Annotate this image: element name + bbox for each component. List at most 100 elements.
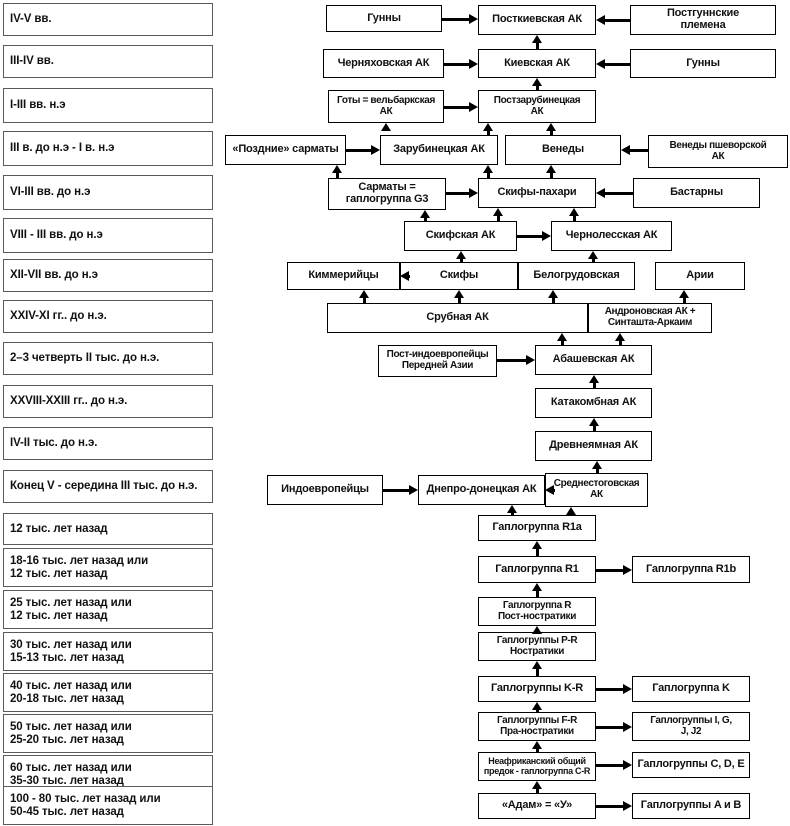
edge-neafr-to-hgCDE-line	[596, 764, 624, 767]
timeline-label-11: Конец V - середина III тыс. до н.э.	[3, 470, 213, 503]
edge-belogrud-to-chernoless-head	[588, 251, 598, 259]
node-sarmaty[interactable]: Сарматы =гаплогруппа G3	[328, 178, 446, 210]
edge-skifpah-to-venedy-head	[546, 165, 556, 173]
node-skifpah[interactable]: Скифы-пахари	[478, 178, 596, 208]
edge-skifak-to-skifpah-head	[493, 208, 503, 216]
node-hgKR[interactable]: Гаплогруппы K-R	[478, 676, 596, 702]
node-hgCDE[interactable]: Гаплогруппы C, D, E	[632, 752, 750, 778]
node-abashev[interactable]: Абашевская АК	[535, 345, 652, 375]
edge-kiev-to-postkiev-line	[536, 41, 539, 49]
node-kiev[interactable]: Киевская АК	[478, 49, 596, 78]
edge-hgKR-to-hgPR-head	[532, 661, 542, 669]
edge-skifak-to-chernoless-line	[517, 235, 543, 238]
node-gunny1[interactable]: Гунны	[326, 5, 442, 32]
edge-adam-to-hgAB-line	[596, 805, 624, 808]
node-postkiev[interactable]: Посткиевская АК	[478, 5, 596, 35]
edge-hgKR-to-hgK-head	[623, 684, 632, 694]
node-drevneyam[interactable]: Древнеямная АК	[535, 431, 652, 461]
node-hgR1b[interactable]: Гаплогруппа R1b	[632, 556, 750, 583]
edge-indoevr-to-dneprodon-line	[383, 489, 410, 492]
node-chernoless[interactable]: Чернолесская АК	[551, 221, 672, 251]
edge-skify-to-kimmer-line	[408, 275, 410, 278]
edge-skifpah-to-venedy-line	[550, 171, 553, 178]
node-katakomb[interactable]: Катакомбная АК	[535, 388, 652, 418]
timeline-label-4: VI-III вв. до н.э	[3, 175, 213, 210]
edge-zarubin-to-postzarub-line	[487, 129, 490, 135]
edge-venedy-to-postzarub-line	[550, 129, 553, 135]
edge-gunny2-to-kiev-head	[596, 59, 605, 69]
node-arii[interactable]: Арии	[655, 262, 745, 290]
node-dneprodon[interactable]: Днепро-донецкая АК	[418, 475, 545, 505]
edge-abashev-to-andronovo-line	[619, 339, 622, 345]
node-skifak[interactable]: Скифская АК	[404, 221, 517, 251]
edge-skify-to-skifak-line	[460, 257, 463, 262]
edge-srubnaya-to-kimmer-head	[359, 290, 369, 298]
edge-srednestog-to-dneprodon-line	[553, 489, 555, 492]
edge-sarmaty-to-pozdsarm-line	[336, 171, 339, 178]
timeline-label-2: I-III вв. н.э	[3, 88, 213, 123]
timeline-label-5: VIII - III вв. до н.э	[3, 218, 213, 253]
edge-neafr-to-hgFR-line	[536, 747, 539, 752]
edge-venedypshev-to-venedy-head	[621, 145, 630, 155]
edge-andronovo-to-arii-head	[679, 290, 689, 298]
node-pozdsarm[interactable]: «Поздние» сарматы	[225, 135, 346, 165]
node-adam[interactable]: «Адам» = «У»	[478, 793, 596, 819]
node-indoevr[interactable]: Индоевропейцы	[267, 475, 383, 505]
timeline-label-12: 12 тыс. лет назад	[3, 513, 213, 545]
node-chernyah[interactable]: Черняховская АК	[323, 49, 444, 78]
edge-hgR1-to-hgR1a-head	[532, 541, 542, 549]
node-hgR1[interactable]: Гаплогруппа R1	[478, 556, 596, 583]
edge-srednestog-to-drevneyam-head	[592, 461, 602, 469]
edge-drevneyam-to-katakomb-line	[593, 424, 596, 431]
edge-hgPR-to-hgR-head	[532, 626, 542, 634]
edge-hgFR-to-hgIGJ-head	[623, 722, 632, 732]
edge-postgunn-to-postkiev-head	[596, 15, 605, 25]
node-kimmer[interactable]: Киммерийцы	[287, 262, 400, 290]
edge-hgFR-to-hgIGJ-line	[596, 726, 624, 729]
edge-chernyah-to-goty-head	[381, 123, 391, 131]
edge-zarubin-to-postzarub-head	[483, 123, 493, 131]
edge-hgR1a-to-dneprodon-line	[511, 511, 514, 515]
edge-skify-to-kimmer-head	[400, 271, 409, 281]
edge-bastarny-to-skifpah-line	[604, 192, 633, 195]
node-skify[interactable]: Скифы	[400, 262, 518, 290]
edge-chernoless-to-skifpah-head	[569, 208, 579, 216]
edge-hgKR-to-hgPR-line	[536, 667, 539, 676]
node-hgK[interactable]: Гаплогруппа K	[632, 676, 750, 702]
node-hgAB[interactable]: Гаплогруппы A и B	[632, 793, 750, 819]
node-venedy[interactable]: Венеды	[505, 135, 621, 165]
node-bastarny[interactable]: Бастарны	[633, 178, 760, 208]
edge-adam-to-hgAB-head	[623, 801, 632, 811]
edge-postindoevr-to-abashev-line	[497, 359, 527, 362]
timeline-label-1: III-IV вв.	[3, 45, 213, 78]
node-gunny2[interactable]: Гунны	[630, 49, 776, 78]
edge-adam-to-neafr-line	[536, 787, 539, 793]
node-hgR1a[interactable]: Гаплогруппа R1a	[478, 515, 596, 541]
node-hgIGJ[interactable]: Гаплогруппы I, G,J, J2	[632, 712, 750, 741]
edge-gunny1-to-postkiev-head	[469, 14, 478, 24]
node-zarubin[interactable]: Зарубинецкая АК	[380, 135, 498, 165]
node-srubnaya[interactable]: Срубная АК	[327, 303, 588, 333]
edge-postindoevr-to-abashev-head	[526, 355, 535, 365]
node-belogrud[interactable]: Белогрудовская	[518, 262, 635, 290]
edge-pozdsarm-to-zarubin-line	[346, 149, 372, 152]
edge-srubnaya-to-belogrud-line	[552, 296, 555, 303]
node-andronovo[interactable]: Андроновская АК +Синташта-Аркаим	[588, 303, 712, 333]
edge-drevneyam-to-katakomb-head	[589, 418, 599, 426]
edge-venedypshev-to-venedy-line	[629, 149, 648, 152]
edge-abashev-to-srubnaya-head	[557, 333, 567, 341]
edge-skifpah-to-zarubin-line	[487, 171, 490, 178]
edge-abashev-to-srubnaya-line	[561, 339, 564, 345]
